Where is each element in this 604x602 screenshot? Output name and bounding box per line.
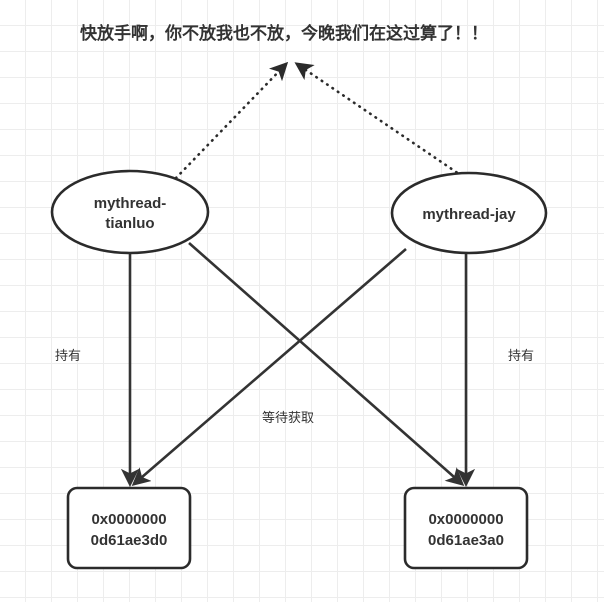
node-lock-right-shape — [403, 486, 529, 570]
node-thread-left-label-line2: tianluo — [105, 215, 154, 232]
edge-label-wait: 等待获取 — [262, 410, 314, 425]
node-lock-right-label-line1: 0x0000000 — [428, 511, 503, 528]
node-thread-right-shape — [390, 171, 548, 255]
edge-wait-left-to-right — [188, 242, 465, 487]
node-thread-right[interactable]: mythread-jay — [390, 171, 548, 255]
node-thread-right-label-line1: mythread-jay — [422, 206, 516, 223]
node-lock-left[interactable]: 0x0000000 0d61ae3d0 — [66, 486, 192, 570]
node-lock-left-shape — [66, 486, 192, 570]
node-thread-left-label-line1: mythread- — [94, 195, 167, 212]
node-lock-left-label-line2: 0d61ae3d0 — [91, 532, 168, 549]
node-thread-left[interactable]: mythread- tianluo — [50, 169, 210, 255]
node-lock-right[interactable]: 0x0000000 0d61ae3a0 — [403, 486, 529, 570]
edge-label-hold-left: 持有 — [55, 348, 81, 363]
edge-label-hold-right: 持有 — [508, 348, 534, 363]
page-title: 快放手啊，你不放我也不放，今晚我们在这过算了！！ — [80, 23, 488, 43]
edge-wait-right-to-left — [131, 248, 407, 486]
callout-arrow-left — [174, 61, 289, 180]
callout-arrow-right — [294, 62, 464, 178]
node-thread-left-shape — [50, 169, 210, 255]
node-lock-right-label-line2: 0d61ae3a0 — [428, 532, 504, 549]
node-lock-left-label-line1: 0x0000000 — [91, 511, 166, 528]
